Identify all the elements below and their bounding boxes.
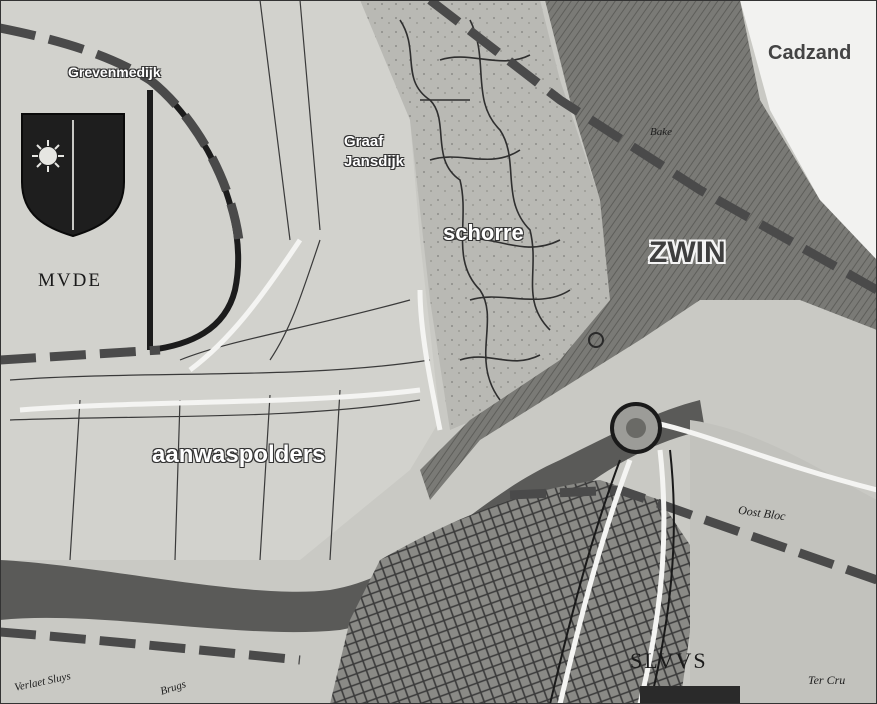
label-schorre: schorre	[443, 220, 524, 245]
label-cadzand: Cadzand	[768, 42, 852, 64]
sluys-road-edges	[549, 449, 675, 704]
schorre-area	[360, 0, 620, 430]
fort-core	[626, 418, 646, 438]
sluys-town	[330, 480, 700, 704]
sluys-roads	[557, 449, 667, 704]
zwin-estuary	[420, 0, 877, 500]
white-dikes	[19, 238, 877, 493]
sea-water	[740, 0, 877, 260]
label-zwin: ZWIN	[649, 236, 726, 269]
shield-sun-moon-icon	[21, 113, 125, 238]
label-graaf-jansdijk: Graaf Jansdijk	[344, 133, 405, 170]
marker-circle	[588, 332, 604, 348]
label-grevenmedijk: Grevenmedijk	[68, 64, 161, 80]
east-land	[690, 420, 877, 704]
field-lines	[9, 0, 431, 561]
creek-network	[399, 19, 571, 401]
canal-channel	[0, 400, 705, 633]
label-sluys: SLVVS	[630, 648, 708, 673]
dark-block	[640, 686, 740, 704]
label-aanwaspolders: aanwaspolders	[152, 441, 326, 468]
label-bake: Bake	[650, 126, 672, 138]
label-mude: MVDE	[38, 270, 102, 291]
label-ter-cruys: Ter Cru	[808, 673, 846, 687]
